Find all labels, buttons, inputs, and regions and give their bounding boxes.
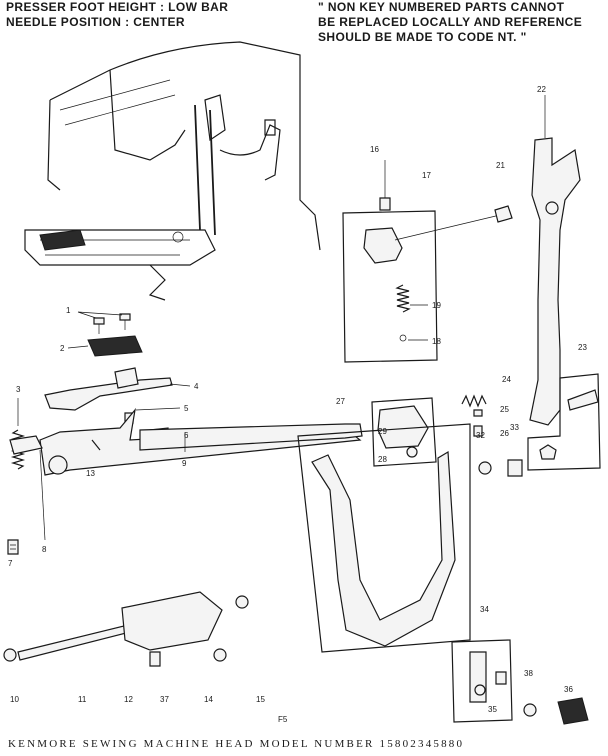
washer-38 — [523, 703, 537, 717]
lever-4 — [44, 367, 191, 411]
callout-18: 18 — [432, 337, 441, 346]
detail-box-34 — [451, 639, 513, 723]
callout-3: 3 — [16, 385, 21, 394]
callout-10: 10 — [10, 695, 19, 704]
callout-34: 34 — [480, 605, 489, 614]
screw-pair-1 — [77, 311, 131, 334]
callout-21: 21 — [496, 161, 505, 170]
block-36 — [557, 697, 589, 725]
callout-17: 17 — [422, 171, 431, 180]
washer-25 — [473, 409, 483, 417]
spring-24 — [461, 394, 487, 408]
callout-6: 6 — [184, 431, 189, 440]
needle-position-line: NEEDLE POSITION : CENTER — [6, 15, 185, 29]
replacement-note-line-3: SHOULD BE MADE TO CODE NT. " — [318, 30, 527, 44]
replacement-note-line-1: " NON KEY NUMBERED PARTS CANNOT — [318, 0, 565, 14]
machine-head-outline — [24, 41, 321, 301]
screw-33 — [507, 459, 523, 477]
callout-labels: 1 2 3 4 5 6 7 8 9 10 11 12 13 14 15 16 1… — [8, 85, 587, 724]
lower-assembly — [3, 591, 249, 667]
feed-plate-2 — [67, 335, 143, 357]
detail-box-27 — [371, 397, 437, 467]
detail-box-29 — [297, 423, 471, 653]
settings-note: PRESSER FOOT HEIGHT : LOW BAR NEEDLE POS… — [6, 0, 228, 30]
replacement-note-line-2: BE REPLACED LOCALLY AND REFERENCE — [318, 15, 583, 29]
callout-9: 9 — [182, 459, 187, 468]
feed-shaft-9 — [39, 407, 363, 476]
screw-35 — [495, 671, 507, 685]
callout-38: 38 — [524, 669, 533, 678]
callout-5: 5 — [184, 404, 189, 413]
callout-35: 35 — [488, 705, 497, 714]
callout-12: 12 — [124, 695, 133, 704]
spring-3 — [10, 398, 26, 470]
callout-13: 13 — [86, 469, 95, 478]
callout-15: 15 — [256, 695, 265, 704]
callout-11: 11 — [78, 695, 87, 704]
detail-box-17 — [342, 160, 501, 363]
callout-2: 2 — [60, 344, 65, 353]
callout-4: 4 — [194, 382, 199, 391]
bushing-8 — [9, 435, 46, 541]
detail-box-23 — [527, 373, 601, 471]
presser-foot-height-line: PRESSER FOOT HEIGHT : LOW BAR — [6, 0, 229, 14]
callout-23: 23 — [578, 343, 587, 352]
callout-36: 36 — [564, 685, 573, 694]
callout-33: 33 — [510, 423, 519, 432]
callout-8: 8 — [42, 545, 47, 554]
callout-29: 29 — [378, 427, 387, 436]
callout-1: 1 — [66, 306, 71, 315]
page-code: F5 — [278, 715, 288, 724]
callout-7: 7 — [8, 559, 13, 568]
model-footer: KENMORE SEWING MACHINE HEAD MODEL NUMBER… — [8, 738, 465, 750]
callout-28: 28 — [378, 455, 387, 464]
long-lever-22 — [529, 95, 581, 426]
screw-26 — [473, 425, 483, 437]
replacement-note: " NON KEY NUMBERED PARTS CANNOT BE REPLA… — [318, 0, 582, 45]
callout-26: 26 — [500, 429, 509, 438]
callout-27: 27 — [336, 397, 345, 406]
callout-25: 25 — [500, 405, 509, 414]
callout-16: 16 — [370, 145, 379, 154]
callout-32: 32 — [476, 431, 485, 440]
callout-24: 24 — [502, 375, 511, 384]
clip-13 — [91, 439, 101, 451]
block-21 — [494, 205, 513, 223]
callout-14: 14 — [204, 695, 213, 704]
screw-7 — [7, 539, 19, 555]
washer-32 — [478, 461, 492, 475]
callout-22: 22 — [537, 85, 546, 94]
callout-19: 19 — [432, 301, 441, 310]
callout-37: 37 — [160, 695, 169, 704]
